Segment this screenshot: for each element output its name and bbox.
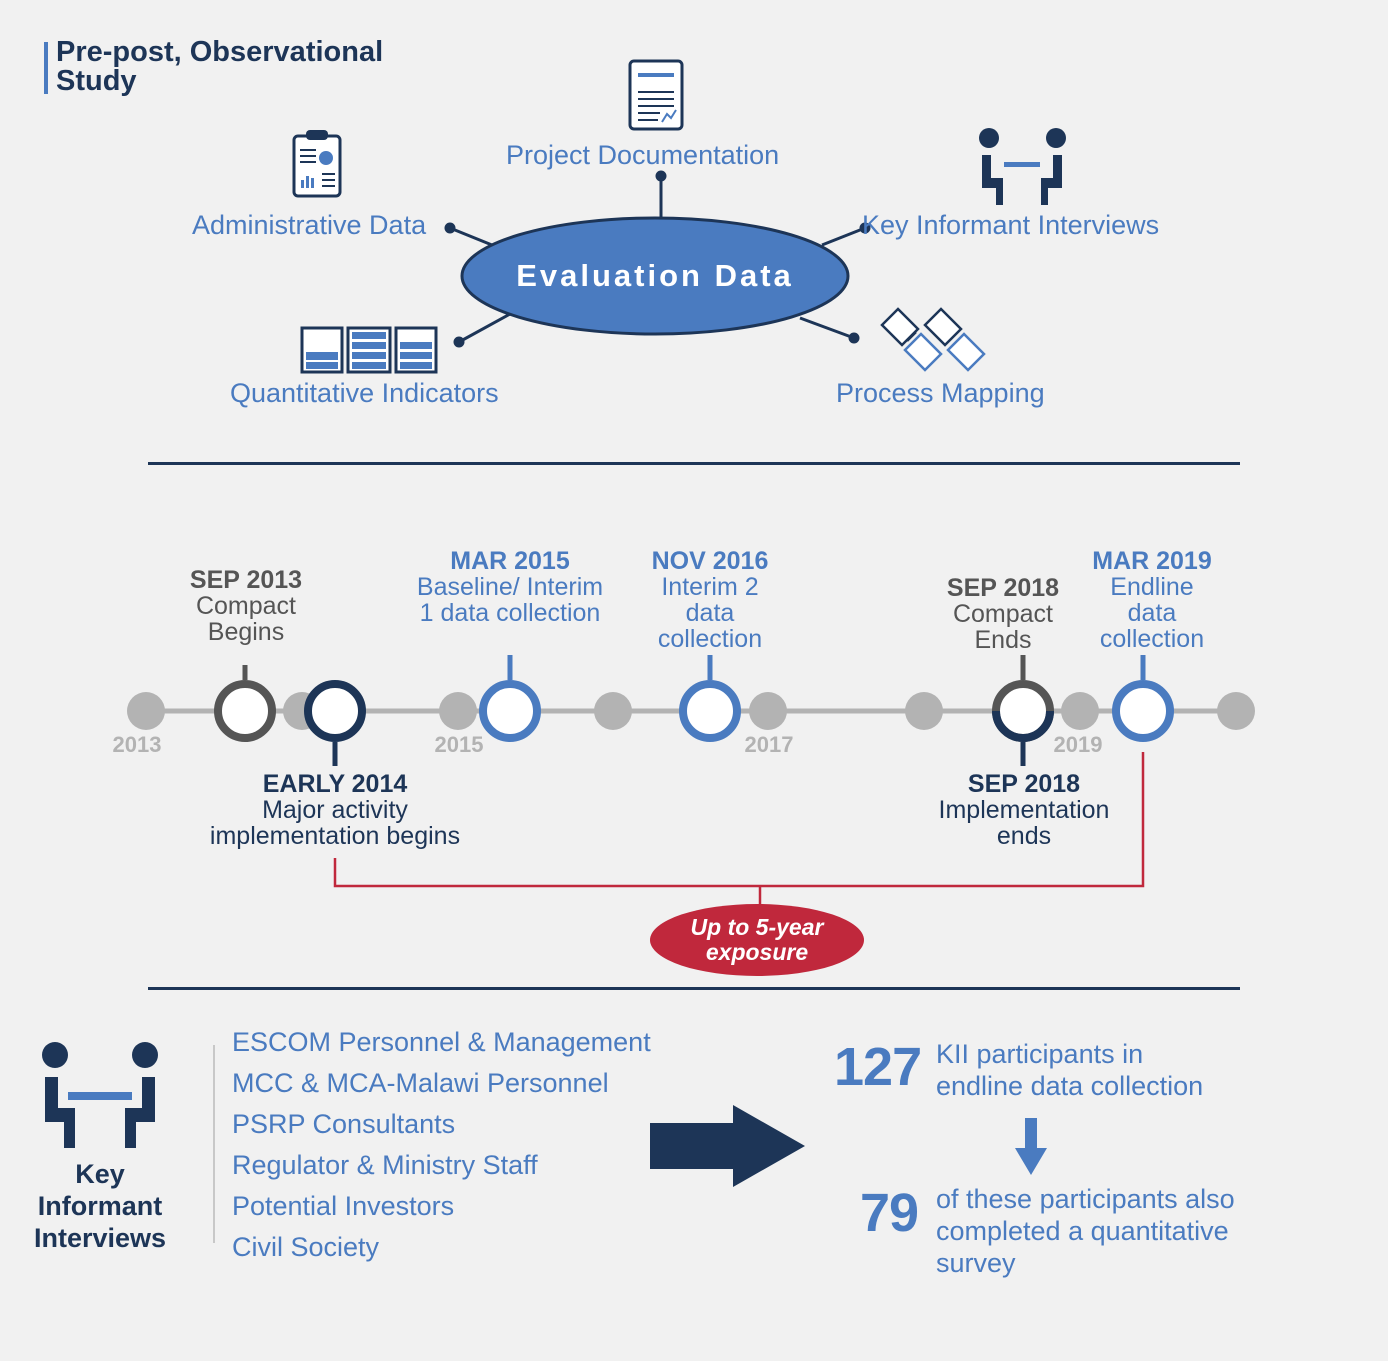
exposure-badge: Up to 5-year exposure [650, 904, 864, 976]
section-divider-1 [148, 462, 1240, 465]
source-project-documentation: Project Documentation [506, 140, 780, 170]
kii-group-item: Civil Society [232, 1232, 380, 1262]
event-mar-2019: MAR 2019 Endline data collection [1092, 547, 1212, 653]
big-right-arrow [650, 1105, 805, 1187]
year-2013: 2013 [112, 732, 162, 757]
kii-title: Key Informant Interviews [33, 1159, 167, 1253]
kii-group-list: ESCOM Personnel & Management MCC & MCA-M… [232, 1022, 651, 1268]
source-quantitative-indicators: Quantitative Indicators [230, 378, 499, 408]
evaluation-data-label: Evaluation Data [516, 258, 794, 293]
document-icon [628, 59, 684, 131]
event-sep-2018-implementation: SEP 2018 Implementation ends [938, 770, 1110, 850]
down-arrow [1015, 1118, 1047, 1175]
year-2015: 2015 [434, 732, 484, 757]
kii-separator [213, 1045, 215, 1243]
interview-people-icon [979, 128, 1066, 205]
process-arrows-icon [880, 307, 986, 372]
stat-79-number: 79 [860, 1183, 919, 1243]
page-title: Pre-post, Observational Study [56, 36, 384, 97]
event-mar-2015: MAR 2015 Baseline/ Interim 1 data collec… [416, 547, 604, 627]
event-early-2014: EARLY 2014 Major activity implementation… [209, 770, 461, 850]
kii-group-item: ESCOM Personnel & Management [232, 1027, 651, 1057]
stat-127-text: KII participants in endline data collect… [936, 1039, 1204, 1101]
event-sep-2013: SEP 2013 Compact Begins [189, 566, 303, 646]
year-2019: 2019 [1053, 732, 1103, 757]
source-key-informant-interviews: Key Informant Interviews [862, 210, 1160, 240]
clipboard-icon [292, 130, 342, 198]
event-sep-2018-compact: SEP 2018 Compact Ends [946, 574, 1060, 654]
kii-group-item: MCC & MCA-Malawi Personnel [232, 1068, 609, 1098]
hub-connectors [444, 170, 871, 348]
kii-group-item: Potential Investors [232, 1191, 455, 1221]
stat-127-number: 127 [834, 1037, 922, 1097]
stat-79-text: of these participants also completed a q… [936, 1184, 1235, 1278]
event-nov-2016: NOV 2016 Interim 2 data collection [651, 547, 769, 653]
timeline-events [214, 680, 1174, 742]
exposure-bracket [333, 752, 1145, 888]
source-administrative-data: Administrative Data [192, 210, 427, 240]
title-accent-bar [44, 42, 48, 94]
evaluation-data-ellipse [460, 216, 850, 336]
source-process-mapping: Process Mapping [836, 378, 1045, 408]
kii-group-item: Regulator & Ministry Staff [232, 1150, 538, 1180]
kii-people-icon [42, 1042, 158, 1148]
section-divider-2 [148, 987, 1240, 990]
year-2017: 2017 [744, 732, 794, 757]
kii-group-item: PSRP Consultants [232, 1109, 456, 1139]
